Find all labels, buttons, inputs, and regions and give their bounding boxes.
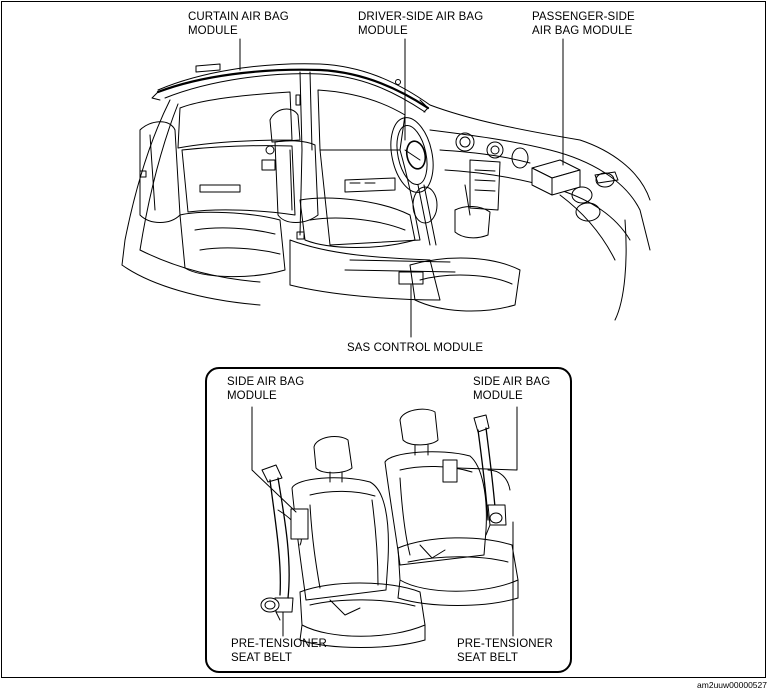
sas-control-module-label: SAS CONTROL MODULE [347, 341, 483, 355]
side-airbag-left-shape [290, 508, 309, 540]
label-line: SAS CONTROL MODULE [347, 342, 484, 354]
label-line: SEAT BELT [457, 652, 518, 664]
side-air-bag-right-label: SIDE AIR BAG MODULE [473, 375, 550, 403]
label-line: SIDE AIR BAG [473, 376, 551, 388]
pretensioner-left-label: PRE-TENSIONER SEAT BELT [231, 637, 327, 665]
label-line: MODULE [358, 25, 408, 37]
passenger-air-bag-label: PASSENGER-SIDE AIR BAG MODULE [532, 10, 635, 38]
callout-lines-inset [251, 406, 518, 637]
seat-detail-inset [205, 367, 572, 673]
label-line: MODULE [227, 390, 277, 402]
label-line: DRIVER-SIDE AIR BAG [358, 11, 484, 23]
seat-illustration [260, 408, 519, 648]
label-line: PRE-TENSIONER [457, 638, 553, 650]
curtain-air-bag-label: CURTAIN AIR BAG MODULE [188, 10, 289, 38]
side-airbag-right-shape [442, 459, 458, 483]
label-line: SEAT BELT [231, 652, 292, 664]
driver-air-bag-label: DRIVER-SIDE AIR BAG MODULE [358, 10, 483, 38]
car-interior-illustration [121, 63, 651, 321]
label-line: PASSENGER-SIDE [532, 11, 635, 23]
label-line: CURTAIN AIR BAG [188, 11, 289, 23]
diagram-frame [1, 1, 766, 678]
label-line: SIDE AIR BAG [227, 376, 305, 388]
figure-code: am2uuw00000527 [697, 680, 767, 690]
pretensioner-right-label: PRE-TENSIONER SEAT BELT [457, 637, 553, 665]
label-line: PRE-TENSIONER [231, 638, 327, 650]
label-line: MODULE [473, 390, 523, 402]
label-line: AIR BAG MODULE [532, 25, 633, 37]
label-line: MODULE [188, 25, 238, 37]
side-air-bag-left-label: SIDE AIR BAG MODULE [227, 375, 304, 403]
callout-lines-upper [239, 38, 564, 338]
